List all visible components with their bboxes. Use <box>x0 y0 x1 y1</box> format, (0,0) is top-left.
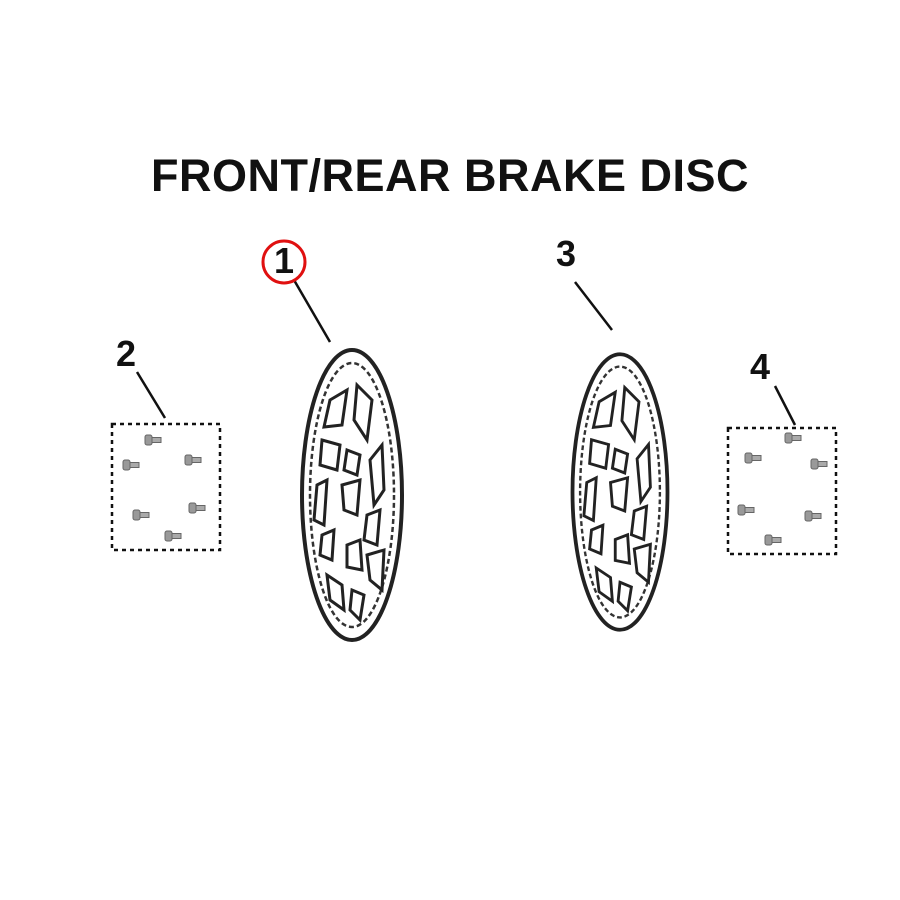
leader-line-1 <box>292 279 332 343</box>
screws-2 <box>122 434 206 542</box>
front-brake-disc <box>300 348 404 642</box>
diagram-title: FRONT/REAR BRAKE DISC <box>150 150 749 201</box>
part-label-2: 2 <box>115 333 137 374</box>
leader-line-2 <box>135 371 167 419</box>
highlight-circle <box>261 239 307 285</box>
screws-4 <box>737 432 828 546</box>
screw-box-4 <box>726 426 838 556</box>
part-label-3: 3 <box>555 233 577 274</box>
screw-box-2 <box>110 422 222 552</box>
rear-brake-disc <box>570 352 670 632</box>
leader-line-4 <box>773 385 797 426</box>
part-label-1: 1 <box>273 240 295 281</box>
part-label-4: 4 <box>749 346 771 387</box>
leader-line-3 <box>574 281 613 331</box>
